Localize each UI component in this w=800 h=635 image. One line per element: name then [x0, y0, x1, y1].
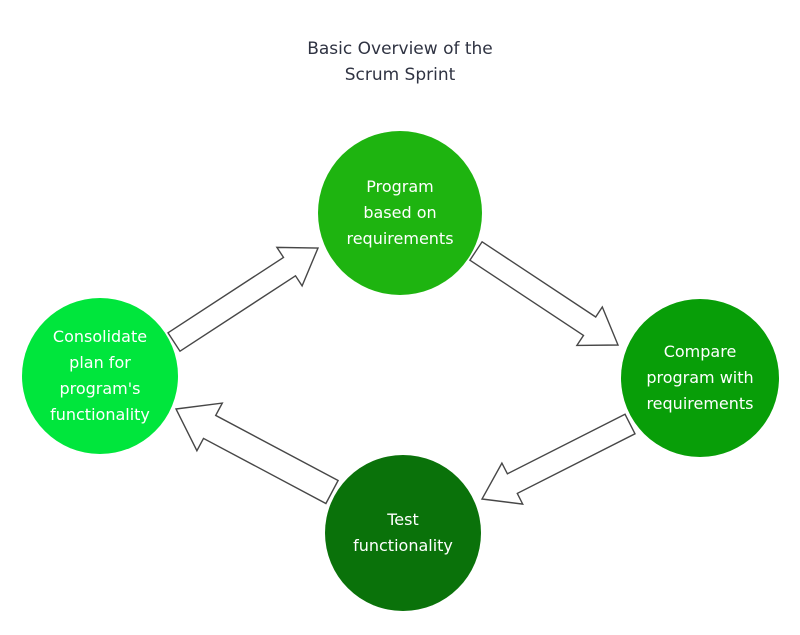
- node-compare-program-with-requirements: Compare program with requirements: [621, 299, 779, 457]
- node-test-functionality: Test functionality: [325, 455, 481, 611]
- arrow-group: [167, 240, 636, 505]
- node-label: Compare program with requirements: [646, 342, 754, 413]
- node-program-based-on-requirements: Program based on requirements: [318, 131, 482, 295]
- node-label: Test functionality: [353, 510, 453, 555]
- arrow-top-to-right: [468, 240, 620, 347]
- diagram-title: Basic Overview of the Scrum Sprint: [307, 39, 493, 85]
- arrow-left-to-top: [167, 246, 320, 353]
- node-consolidate-plan: Consolidate plan for program's functiona…: [22, 298, 178, 454]
- node-label: Program based on requirements: [346, 177, 454, 248]
- arrow-right-to-bottom: [480, 413, 636, 505]
- node-label: Consolidate plan for program's functiona…: [50, 327, 150, 424]
- arrow-bottom-to-left: [174, 402, 340, 505]
